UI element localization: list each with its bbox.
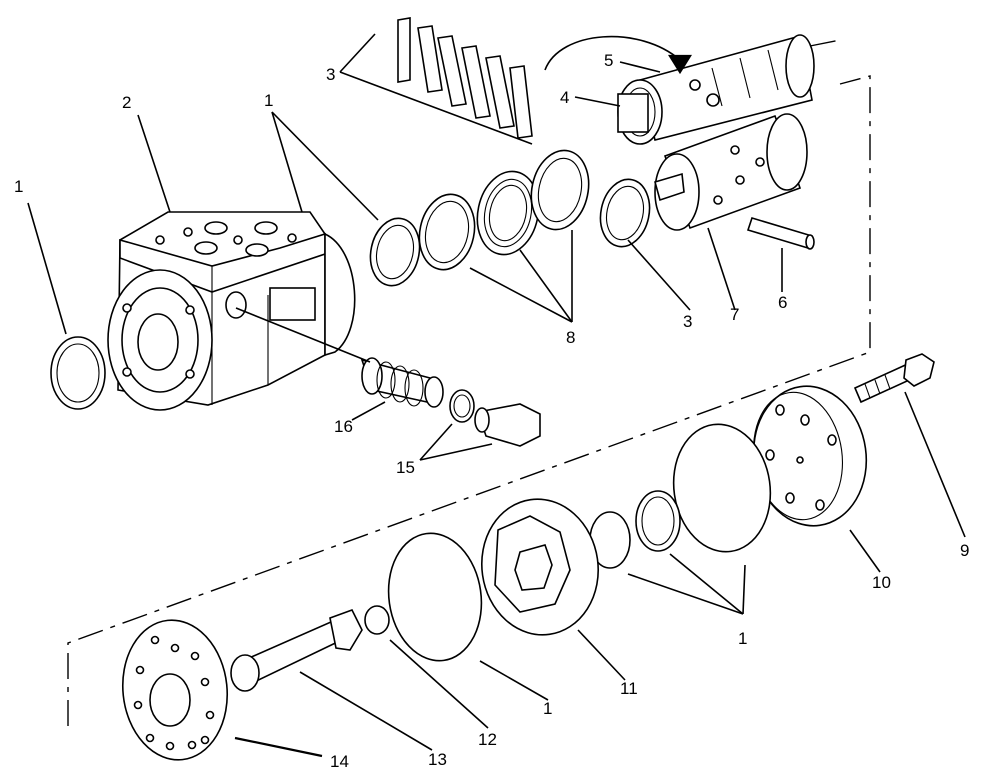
- spacer-plug: [364, 605, 390, 635]
- callout-9: 9: [960, 541, 969, 560]
- relief-valve-spring: [360, 357, 444, 408]
- assembly-axis-lines: [67, 39, 871, 726]
- callout-3-top: 3: [326, 65, 335, 84]
- callout-8: 8: [566, 328, 575, 347]
- drive-shaft: [230, 609, 363, 692]
- callout-1-lower: 1: [738, 629, 747, 648]
- callout-1-bottom: 1: [543, 699, 552, 718]
- seal-rings-lower: [589, 423, 772, 569]
- seal-ring-left: [50, 336, 106, 410]
- relief-plug-and-seal: [449, 389, 541, 447]
- o-ring-large: [387, 532, 483, 662]
- callout-12: 12: [478, 730, 497, 749]
- callout-14: 14: [330, 752, 349, 771]
- leader-lines: [27, 33, 966, 758]
- callout-4: 4: [560, 88, 569, 107]
- valve-sleeve: [654, 113, 808, 231]
- callout-6: 6: [778, 293, 787, 312]
- housing-body: [107, 211, 356, 411]
- callout-2: 2: [122, 93, 131, 112]
- end-cap: [752, 385, 868, 527]
- wear-plate: [121, 619, 229, 761]
- callout-13: 13: [428, 750, 447, 769]
- centering-springs: [397, 17, 533, 139]
- callout-3-right: 3: [683, 312, 692, 331]
- callout-1-left: 1: [14, 177, 23, 196]
- seal-rings-upper: [369, 149, 651, 287]
- callout-15: 15: [396, 458, 415, 477]
- cross-pin: [746, 217, 815, 250]
- callout-5: 5: [604, 51, 613, 70]
- callout-10: 10: [872, 573, 891, 592]
- spool-and-sleeve: [617, 34, 815, 145]
- callout-16: 16: [334, 417, 353, 436]
- callout-11: 11: [620, 679, 638, 698]
- gerotor-set: [480, 498, 600, 636]
- callout-1-top: 1: [264, 91, 273, 110]
- callout-7: 7: [730, 305, 739, 324]
- cap-bolt: [853, 353, 935, 404]
- callout-labels: 1 2 1 3 4 5 3 7 6 8 16 15 9 10 1 11 1 12…: [14, 51, 969, 771]
